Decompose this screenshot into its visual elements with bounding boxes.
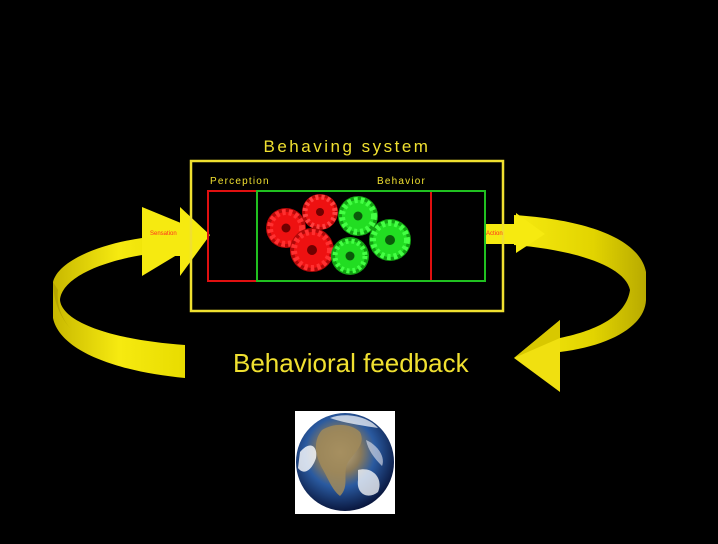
action-arrow (486, 213, 545, 253)
behavioral-feedback-label: Behavioral feedback (233, 348, 469, 378)
perception-label: Perception (210, 176, 270, 187)
behavior-box (256, 190, 486, 282)
earth-globe-image (295, 411, 395, 514)
sensation-arrow (142, 207, 210, 276)
behaving-system-box (189, 159, 505, 313)
right-feedback-arrow (514, 215, 646, 392)
action-label: Action (486, 231, 503, 237)
gears-illustration (266, 194, 411, 275)
behaving-system-title: Behaving system (263, 137, 431, 156)
sensation-label: Sensation (150, 231, 177, 237)
behavior-label: Behavior (377, 176, 427, 187)
